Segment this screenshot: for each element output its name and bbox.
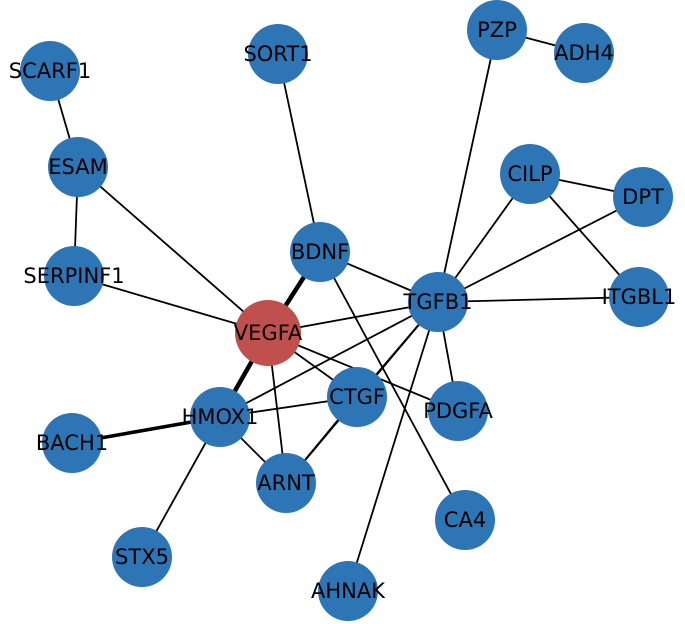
node-label: SCARF1	[9, 59, 91, 83]
node-circle	[613, 167, 673, 227]
node-pdgfa: PDGFA	[423, 381, 493, 441]
node-circle	[44, 246, 104, 306]
node-label: CA4	[444, 508, 486, 532]
node-itgbl1: ITGBL1	[602, 267, 677, 327]
node-circle	[435, 490, 495, 550]
edge-pzp-tgfb1	[437, 29, 498, 303]
node-bdnf: BDNF	[290, 222, 350, 282]
node-scarf1: SCARF1	[9, 41, 91, 101]
node-bach1: BACH1	[36, 413, 108, 473]
node-vegfa: VEGFA	[234, 300, 303, 366]
node-circle	[248, 24, 308, 84]
node-arnt: ARNT	[256, 453, 316, 513]
node-ca4: CA4	[435, 490, 495, 550]
node-label: CTGF	[329, 385, 385, 409]
node-label: TGFB1	[403, 290, 473, 314]
node-label: AHNAK	[311, 579, 386, 603]
edge-tgfb1-ahnak	[347, 301, 439, 592]
edge-serpinf1-vegfa	[73, 275, 269, 334]
node-dpt: DPT	[613, 167, 673, 227]
node-label: HMOX1	[182, 405, 259, 429]
node-esam: ESAM	[48, 137, 108, 197]
node-circle	[327, 367, 387, 427]
node-circle	[467, 0, 527, 60]
node-circle	[554, 23, 614, 83]
node-label: SERPINF1	[23, 264, 124, 288]
node-circle	[500, 144, 560, 204]
node-circle	[428, 381, 488, 441]
node-tgfb1: TGFB1	[403, 272, 473, 332]
node-circle	[408, 272, 468, 332]
node-label: PDGFA	[423, 399, 493, 423]
node-label: STX5	[115, 545, 169, 569]
node-label: CILP	[507, 162, 552, 186]
node-circle	[235, 300, 301, 366]
node-hmox1: HMOX1	[182, 387, 259, 447]
node-circle	[20, 41, 80, 101]
node-sort1: SORT1	[243, 24, 313, 84]
node-circle	[609, 267, 669, 327]
node-label: ESAM	[48, 155, 107, 179]
node-ahnak: AHNAK	[311, 561, 386, 621]
node-circle	[190, 387, 250, 447]
node-label: DPT	[622, 185, 664, 209]
nodes-layer: VEGFA TGFB1 BDNF HMOX1 CTGF PDGFA ARNT ESAM SCAR…	[9, 0, 677, 621]
edge-itgbl1-tgfb1	[437, 296, 640, 303]
node-adh4: ADH4	[554, 23, 614, 83]
node-label: ADH4	[554, 41, 614, 65]
node-cilp: CILP	[500, 144, 560, 204]
edge-tgfb1-hmox1	[219, 301, 439, 418]
node-circle	[318, 561, 378, 621]
node-serpinf1: SERPINF1	[23, 246, 125, 306]
edge-bdnf-ca4	[319, 251, 466, 521]
node-circle	[256, 453, 316, 513]
node-label: ITGBL1	[602, 285, 677, 309]
node-label: BDNF	[291, 240, 349, 264]
node-circle	[42, 413, 102, 473]
node-ctgf: CTGF	[327, 367, 387, 427]
node-label: VEGFA	[234, 321, 303, 345]
edge-dpt-tgfb1	[437, 196, 644, 303]
node-label: PZP	[477, 18, 517, 42]
node-pzp: PZP	[467, 0, 527, 60]
edges-layer	[49, 29, 644, 592]
node-label: ARNT	[257, 471, 315, 495]
edge-esam-vegfa	[77, 166, 269, 334]
node-label: BACH1	[36, 431, 108, 455]
node-label: SORT1	[243, 42, 312, 66]
node-circle	[290, 222, 350, 282]
edge-sort1-bdnf	[277, 53, 321, 253]
node-circle	[112, 527, 172, 587]
node-stx5: STX5	[112, 527, 172, 587]
node-circle	[48, 137, 108, 197]
